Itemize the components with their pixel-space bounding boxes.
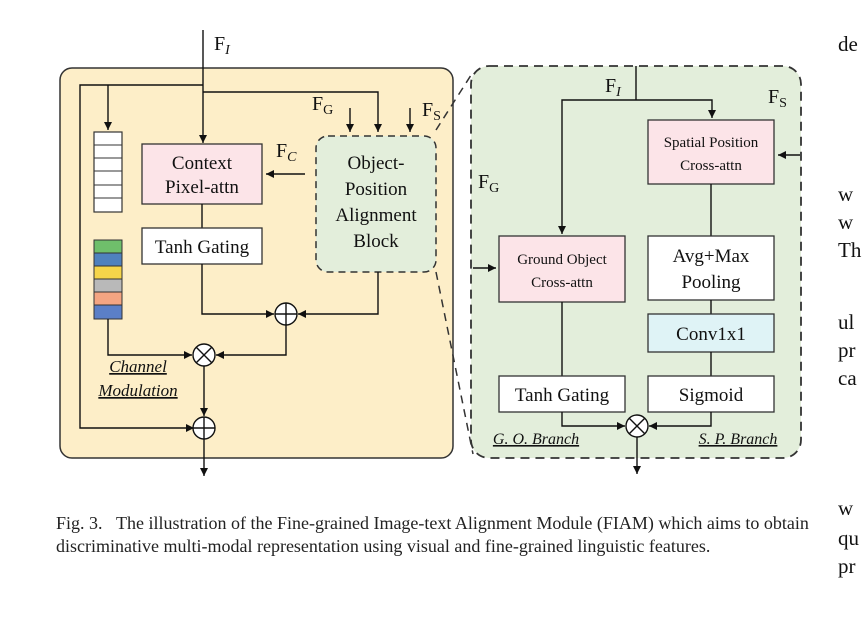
svg-text:Pixel-attn: Pixel-attn — [165, 177, 239, 198]
fiam-diagram: FI FG FS Context Pixel-attn FC — [59, 30, 802, 476]
ground-object-cross-attn-box — [498, 235, 626, 303]
channel-modulation-label: Channel — [109, 357, 167, 376]
svg-text:Cross-attn: Cross-attn — [531, 275, 593, 291]
right-tanh-gating-box — [498, 375, 626, 413]
input-label-fc: FC — [276, 140, 297, 165]
input-label-fi-main: FI — [214, 33, 231, 58]
side-text-3: Th — [838, 238, 862, 262]
go-branch-label: G. O. Branch — [493, 431, 579, 448]
sigmoid-box — [647, 375, 775, 413]
sp-branch-label: S. P. Branch — [699, 431, 778, 448]
spatial-position-cross-attn-box — [647, 119, 775, 185]
svg-text:Pooling: Pooling — [681, 272, 741, 293]
svg-text:Object-: Object- — [348, 153, 405, 174]
svg-text:Modulation: Modulation — [97, 381, 177, 400]
multiply-operator-right — [625, 414, 649, 438]
feature-vector-white — [93, 131, 123, 213]
input-label-fg-left: FG — [312, 93, 333, 118]
svg-text:Spatial Position: Spatial Position — [664, 135, 759, 151]
svg-text:Block: Block — [353, 231, 399, 252]
object-position-alignment-block — [315, 135, 437, 273]
svg-text:Cross-attn: Cross-attn — [680, 158, 742, 174]
avg-max-pooling-box — [647, 235, 775, 301]
context-pixel-attn-box — [141, 143, 263, 205]
zoom-connector-top — [435, 71, 474, 131]
channel-weight-strip — [93, 239, 123, 320]
side-text-9: pr — [838, 554, 856, 578]
side-text-2: w — [838, 210, 854, 234]
input-label-fs-right: FS — [768, 86, 787, 111]
conv1x1-box — [647, 313, 775, 353]
zoom-connector-bottom — [435, 271, 474, 455]
svg-text:Position: Position — [345, 179, 408, 200]
side-text-5: pr — [838, 338, 856, 362]
svg-text:Context: Context — [172, 153, 233, 174]
side-text-4: ul — [838, 310, 855, 334]
side-text-1: w — [838, 182, 854, 206]
caption-text: The illustration of the Fine-grained Ima… — [56, 513, 809, 556]
svg-text:Tanh Gating: Tanh Gating — [155, 237, 250, 258]
svg-text:Avg+Max: Avg+Max — [673, 246, 750, 267]
svg-text:Conv1x1: Conv1x1 — [676, 324, 746, 345]
add-operator-top — [274, 302, 298, 326]
side-text-8: qu — [838, 526, 859, 550]
input-label-fs-left: FS — [422, 99, 441, 124]
svg-text:Tanh Gating: Tanh Gating — [515, 385, 610, 406]
left-tanh-gating-box — [141, 227, 263, 265]
add-operator-bottom — [192, 416, 216, 440]
figure-label: Fig. 3. — [56, 513, 103, 533]
input-label-fi-branch: FI — [605, 75, 622, 100]
svg-text:Alignment: Alignment — [335, 205, 417, 226]
svg-text:Sigmoid: Sigmoid — [679, 385, 744, 406]
figure-caption: Fig. 3. The illustration of the Fine-gra… — [56, 512, 836, 558]
input-label-fg-right: FG — [478, 171, 499, 196]
side-text-0: de — [838, 32, 858, 56]
side-text-6: ca — [838, 366, 857, 390]
svg-text:Ground Object: Ground Object — [517, 252, 607, 268]
side-text-7: w — [838, 496, 854, 520]
multiply-operator-left — [192, 343, 216, 367]
